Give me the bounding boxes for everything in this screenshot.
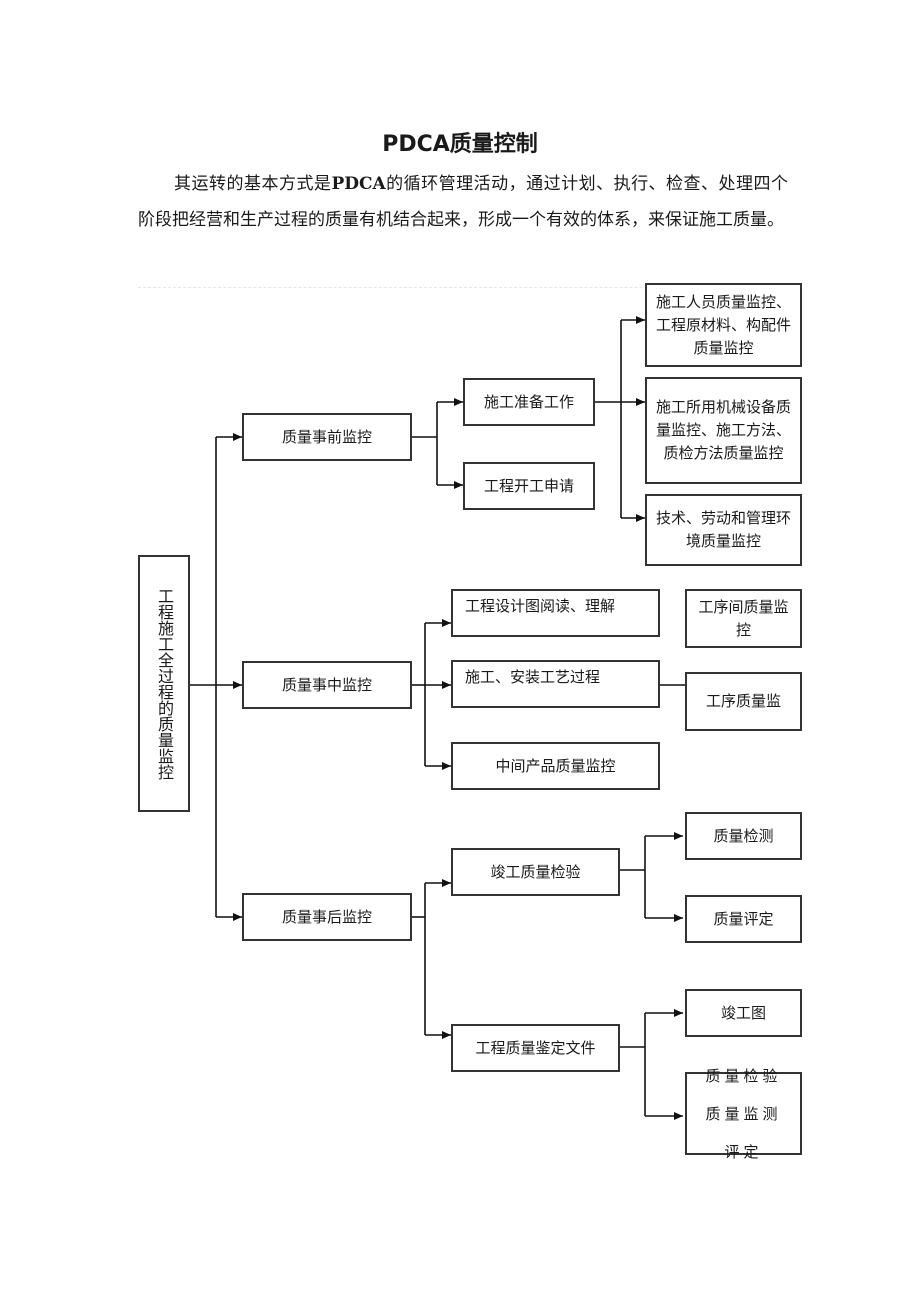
post-control-node: 质量事后监控 xyxy=(242,893,412,941)
mid-control-node: 质量事中监控 xyxy=(242,661,412,709)
root-node: 工程施工全过程的质量监控 xyxy=(138,555,190,812)
completion-inspection-node: 竣工质量检验 xyxy=(451,848,620,896)
intro-text-before: 其运转的基本方式是 xyxy=(174,174,332,194)
between-process-node: 工序间质量监控 xyxy=(685,589,802,648)
design-reading-node: 工程设计图阅读、理解 xyxy=(451,589,660,637)
process-quality-node: 工序质量监 xyxy=(685,672,802,731)
final-evaluation-node: 质量检验质量监测评定 xyxy=(685,1067,802,1161)
equipment-method-node: 施工所用机械设备质量监控、施工方法、质检方法质量监控 xyxy=(645,377,802,484)
appraisal-docs-node: 工程质量鉴定文件 xyxy=(451,1024,620,1072)
intermediate-product-node: 中间产品质量监控 xyxy=(451,742,660,790)
intro-paragraph: 其运转的基本方式是PDCA的循环管理活动，通过计划、执行、检查、处理四个阶段把经… xyxy=(138,166,788,238)
quality-detection-node: 质量检测 xyxy=(685,812,802,860)
root-label: 工程施工全过程的质量监控 xyxy=(155,587,174,780)
environment-node: 技术、劳动和管理环境质量监控 xyxy=(645,494,802,566)
page-title: PDCA质量控制 xyxy=(382,132,538,157)
as-built-drawing-node: 竣工图 xyxy=(685,989,802,1037)
section-divider xyxy=(138,287,788,288)
install-process-node: 施工、安装工艺过程 xyxy=(451,660,660,708)
intro-pdca: PDCA xyxy=(331,174,386,194)
personnel-material-node: 施工人员质量监控、工程原材料、构配件质量监控 xyxy=(645,283,802,367)
quality-evaluation-node: 质量评定 xyxy=(685,895,802,943)
start-application-node: 工程开工申请 xyxy=(463,462,595,510)
construction-prep-node: 施工准备工作 xyxy=(463,378,595,426)
intro-text-after: 的循环管理活动，通过计划、执行、检查、处理四个阶段把经营和生产过程的质量有机结合… xyxy=(138,174,789,230)
pre-control-node: 质量事前监控 xyxy=(242,413,412,461)
